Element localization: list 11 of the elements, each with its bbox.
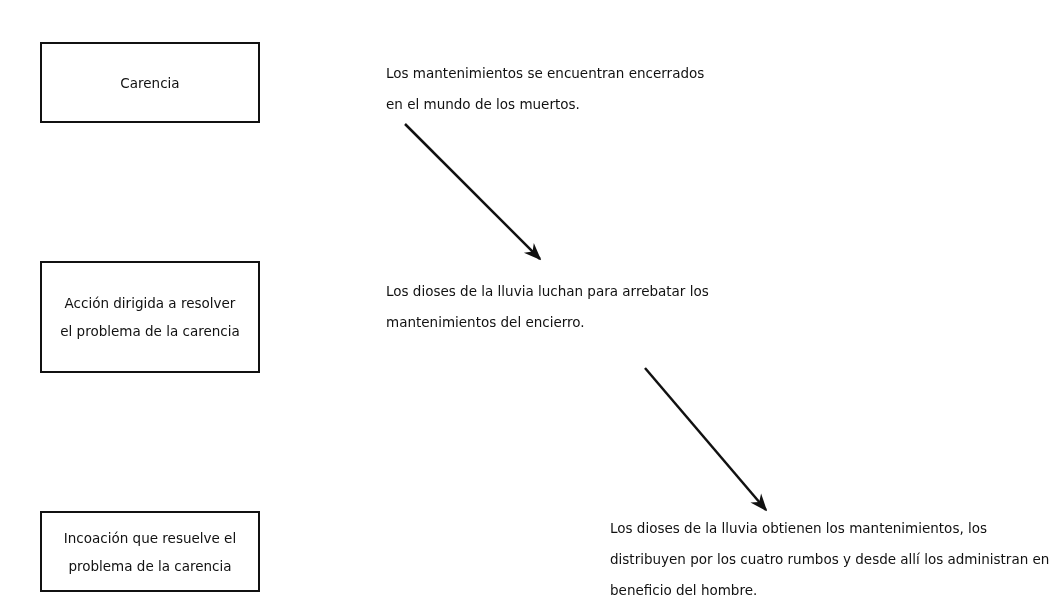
stage-label: Acción dirigida a resolver el problema de la carencia xyxy=(60,294,240,341)
description-text: Los dioses de la lluvia obtienen los mantenimientos, los distribuyen por los cuatro rumbos y desde allí los administran en beneficio del hombre. xyxy=(610,519,1051,600)
stage-box xyxy=(40,261,260,373)
stage-label: Incoación que resuelve el problema de la carencia xyxy=(62,528,238,576)
arrow xyxy=(404,123,542,261)
arrow xyxy=(644,367,768,512)
stage-box xyxy=(40,42,260,123)
stage-label: Carencia xyxy=(120,73,180,93)
description-text: Los dioses de la lluvia luchan para arrebatar los mantenimientos del encierro. xyxy=(386,282,710,332)
description-text: Los mantenimientos se encuentran encerrados en el mundo de los muertos. xyxy=(386,64,706,114)
stage-box xyxy=(40,511,260,592)
